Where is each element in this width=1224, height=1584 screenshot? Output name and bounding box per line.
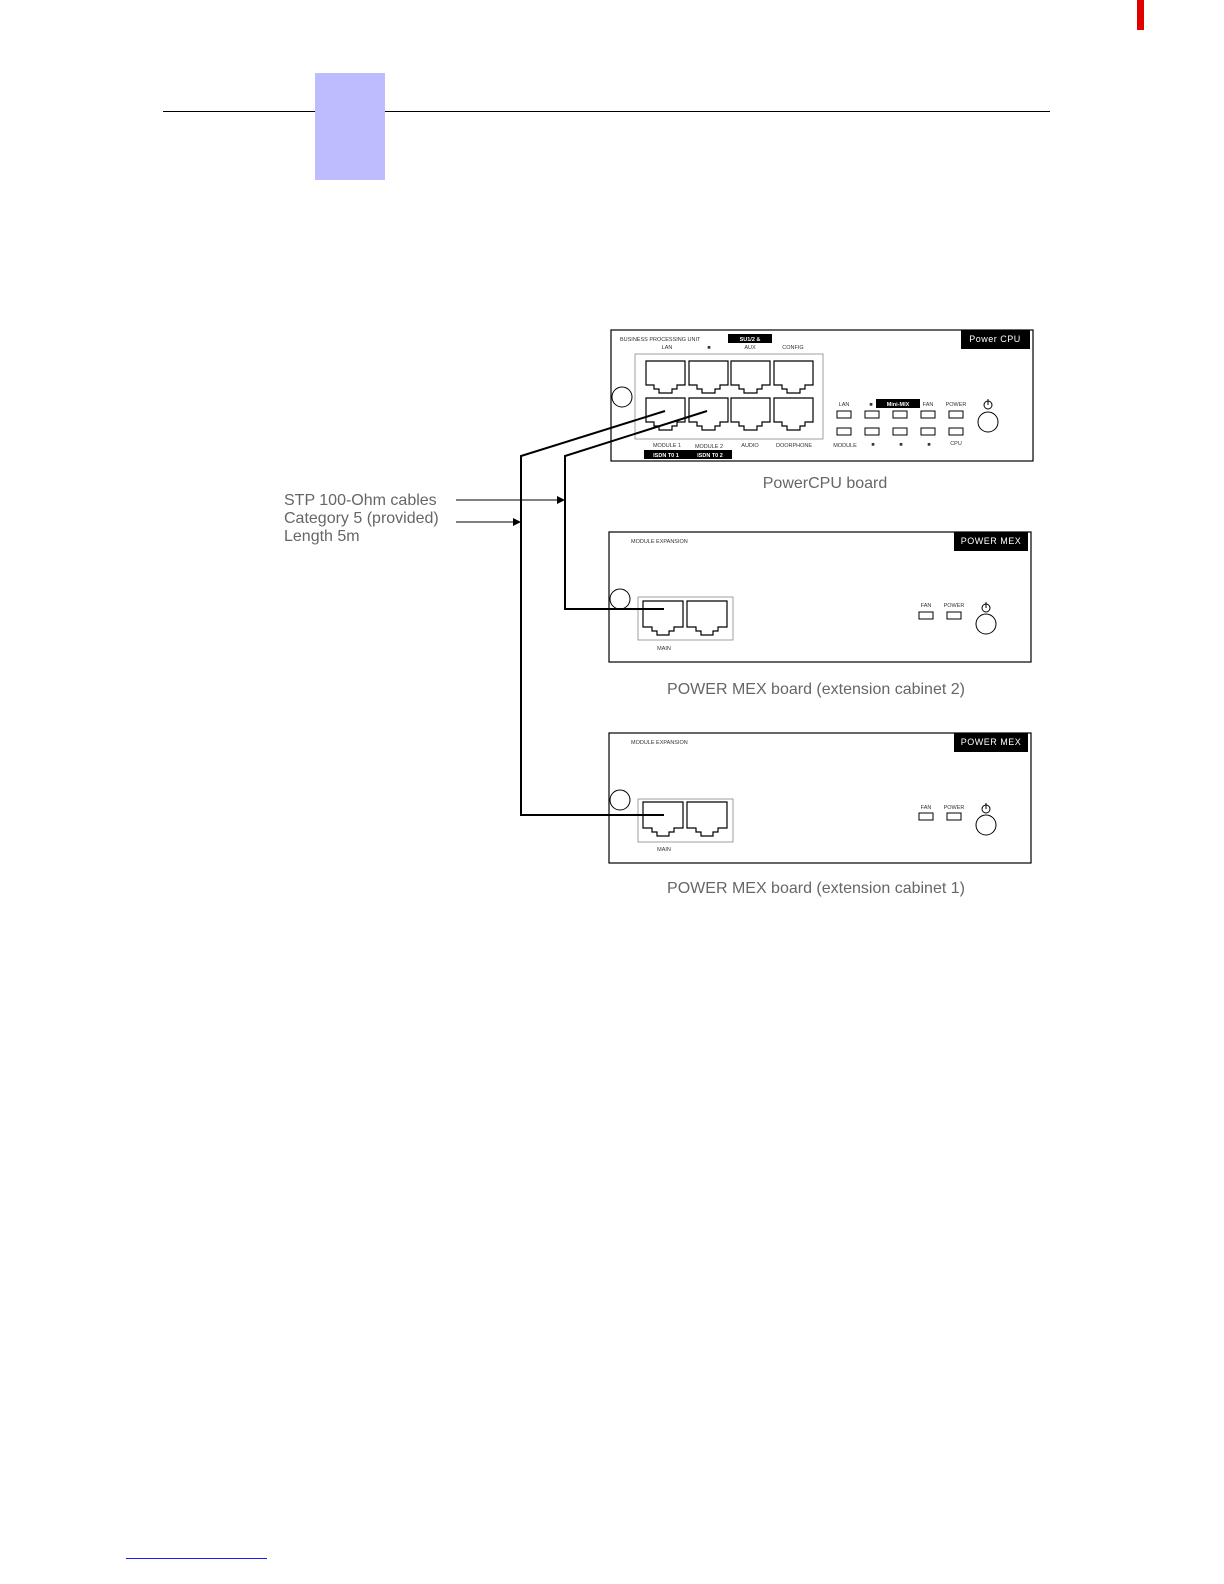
cpu-led-label-b1: ■ (871, 442, 874, 448)
cpu-badge-isdn1: ISDN T0 1 (653, 453, 679, 459)
mex2-led-label-fan: FAN (921, 603, 932, 609)
cpu-led-row-top (836, 410, 964, 419)
mex2-port-label: MAIN (657, 646, 671, 652)
cpu-led-label-cpu: CPU (950, 441, 962, 447)
header-rule (163, 111, 1050, 112)
mex1-caption: POWER MEX board (extension cabinet 1) (667, 880, 965, 897)
mex1-led-label-power: POWER (944, 805, 965, 811)
cpu-port-label-module1: MODULE 1 (653, 443, 681, 449)
cpu-port-label-aux: AUX (744, 345, 756, 351)
cpu-led-label-module: MODULE (833, 443, 857, 449)
mex2-power-button (975, 613, 997, 635)
cpu-top-badge-bg (728, 334, 772, 343)
cpu-led-label-b3: ■ (927, 442, 930, 448)
mex2-title: MODULE EXPANSION (631, 539, 688, 545)
mex2-mount-hole (609, 588, 631, 610)
mex1-led-power (946, 812, 962, 821)
mex1-led-fan (918, 812, 934, 821)
cpu-power-button (977, 411, 999, 433)
mex2-caption: POWER MEX board (extension cabinet 2) (667, 681, 965, 698)
cpu-led-label-power: POWER (946, 402, 967, 408)
cpu-badge-isdn2-bg (688, 450, 732, 459)
mex1-title: MODULE EXPANSION (631, 740, 688, 746)
mex2-led-label-power: POWER (944, 603, 965, 609)
cpu-top-badge: SU1/2 & (740, 337, 761, 343)
cpu-led-label-lan: LAN (839, 402, 850, 408)
mex1-tag: POWER MEX (961, 737, 1022, 747)
power-mex-board-2: POWER MEX MODULE EXPANSION MAIN FAN POWE… (608, 531, 1032, 663)
mex2-led-fan (918, 611, 934, 620)
cpu-led-label-b2: ■ (899, 442, 902, 448)
cpu-badge-isdn1-bg (644, 450, 688, 459)
cpu-port-label-bullet: ■ (707, 345, 710, 351)
cpu-badge-isdn2: ISDN T0 2 (697, 453, 723, 459)
cpu-port-label-doorphone: DOORPHONE (776, 443, 812, 449)
mex1-led-label-fan: FAN (921, 805, 932, 811)
cpu-led-badge-bg (876, 399, 920, 408)
cpu-led-badge: Mini-MIX (887, 402, 910, 408)
cpu-port-label-module2: MODULE 2 (695, 444, 723, 450)
cpu-board-caption: PowerCPU board (763, 475, 888, 492)
chapter-tab (315, 73, 385, 180)
cpu-led-row-bottom (836, 427, 964, 436)
cpu-board-title: BUSINESS PROCESSING UNIT (620, 337, 701, 343)
mex1-port-label: MAIN (657, 847, 671, 853)
cpu-port-frame (634, 353, 824, 440)
power-cpu-board: Power CPU BUSINESS PROCESSING UNIT SU1/2… (610, 329, 1034, 462)
cable-module1-to-mex1 (520, 410, 666, 816)
mex1-mount-hole (609, 789, 631, 811)
header-accent-bar (1137, 0, 1144, 30)
mex2-tag: POWER MEX (961, 536, 1022, 546)
mex2-port-frame (637, 596, 734, 641)
cpu-mount-hole (611, 386, 633, 408)
cpu-port-label-audio: AUDIO (741, 443, 759, 449)
cpu-port-label-lan: LAN (662, 345, 673, 351)
mex1-port-frame (637, 798, 734, 843)
cable-module2-to-mex2 (564, 410, 708, 610)
mex1-tag-bg (954, 733, 1028, 752)
cpu-led-label-fan: FAN (923, 402, 934, 408)
mex1-power-button (975, 814, 997, 836)
power-cpu-tag-bg (961, 330, 1030, 349)
power-mex-board-1: POWER MEX MODULE EXPANSION MAIN FAN POWE… (608, 732, 1032, 864)
footer-link-rule (126, 1558, 267, 1559)
cpu-port-label-config: CONFIG (782, 345, 803, 351)
mex2-tag-bg (954, 532, 1028, 551)
power-cpu-tag: Power CPU (969, 334, 1021, 344)
callout-line1: STP 100-Ohm cables (284, 492, 437, 509)
callout-line3: Length 5m (284, 528, 360, 545)
callout-line2: Category 5 (provided) (284, 510, 439, 527)
cpu-led-label-bullet: ■ (869, 402, 872, 408)
mex2-led-power (946, 611, 962, 620)
